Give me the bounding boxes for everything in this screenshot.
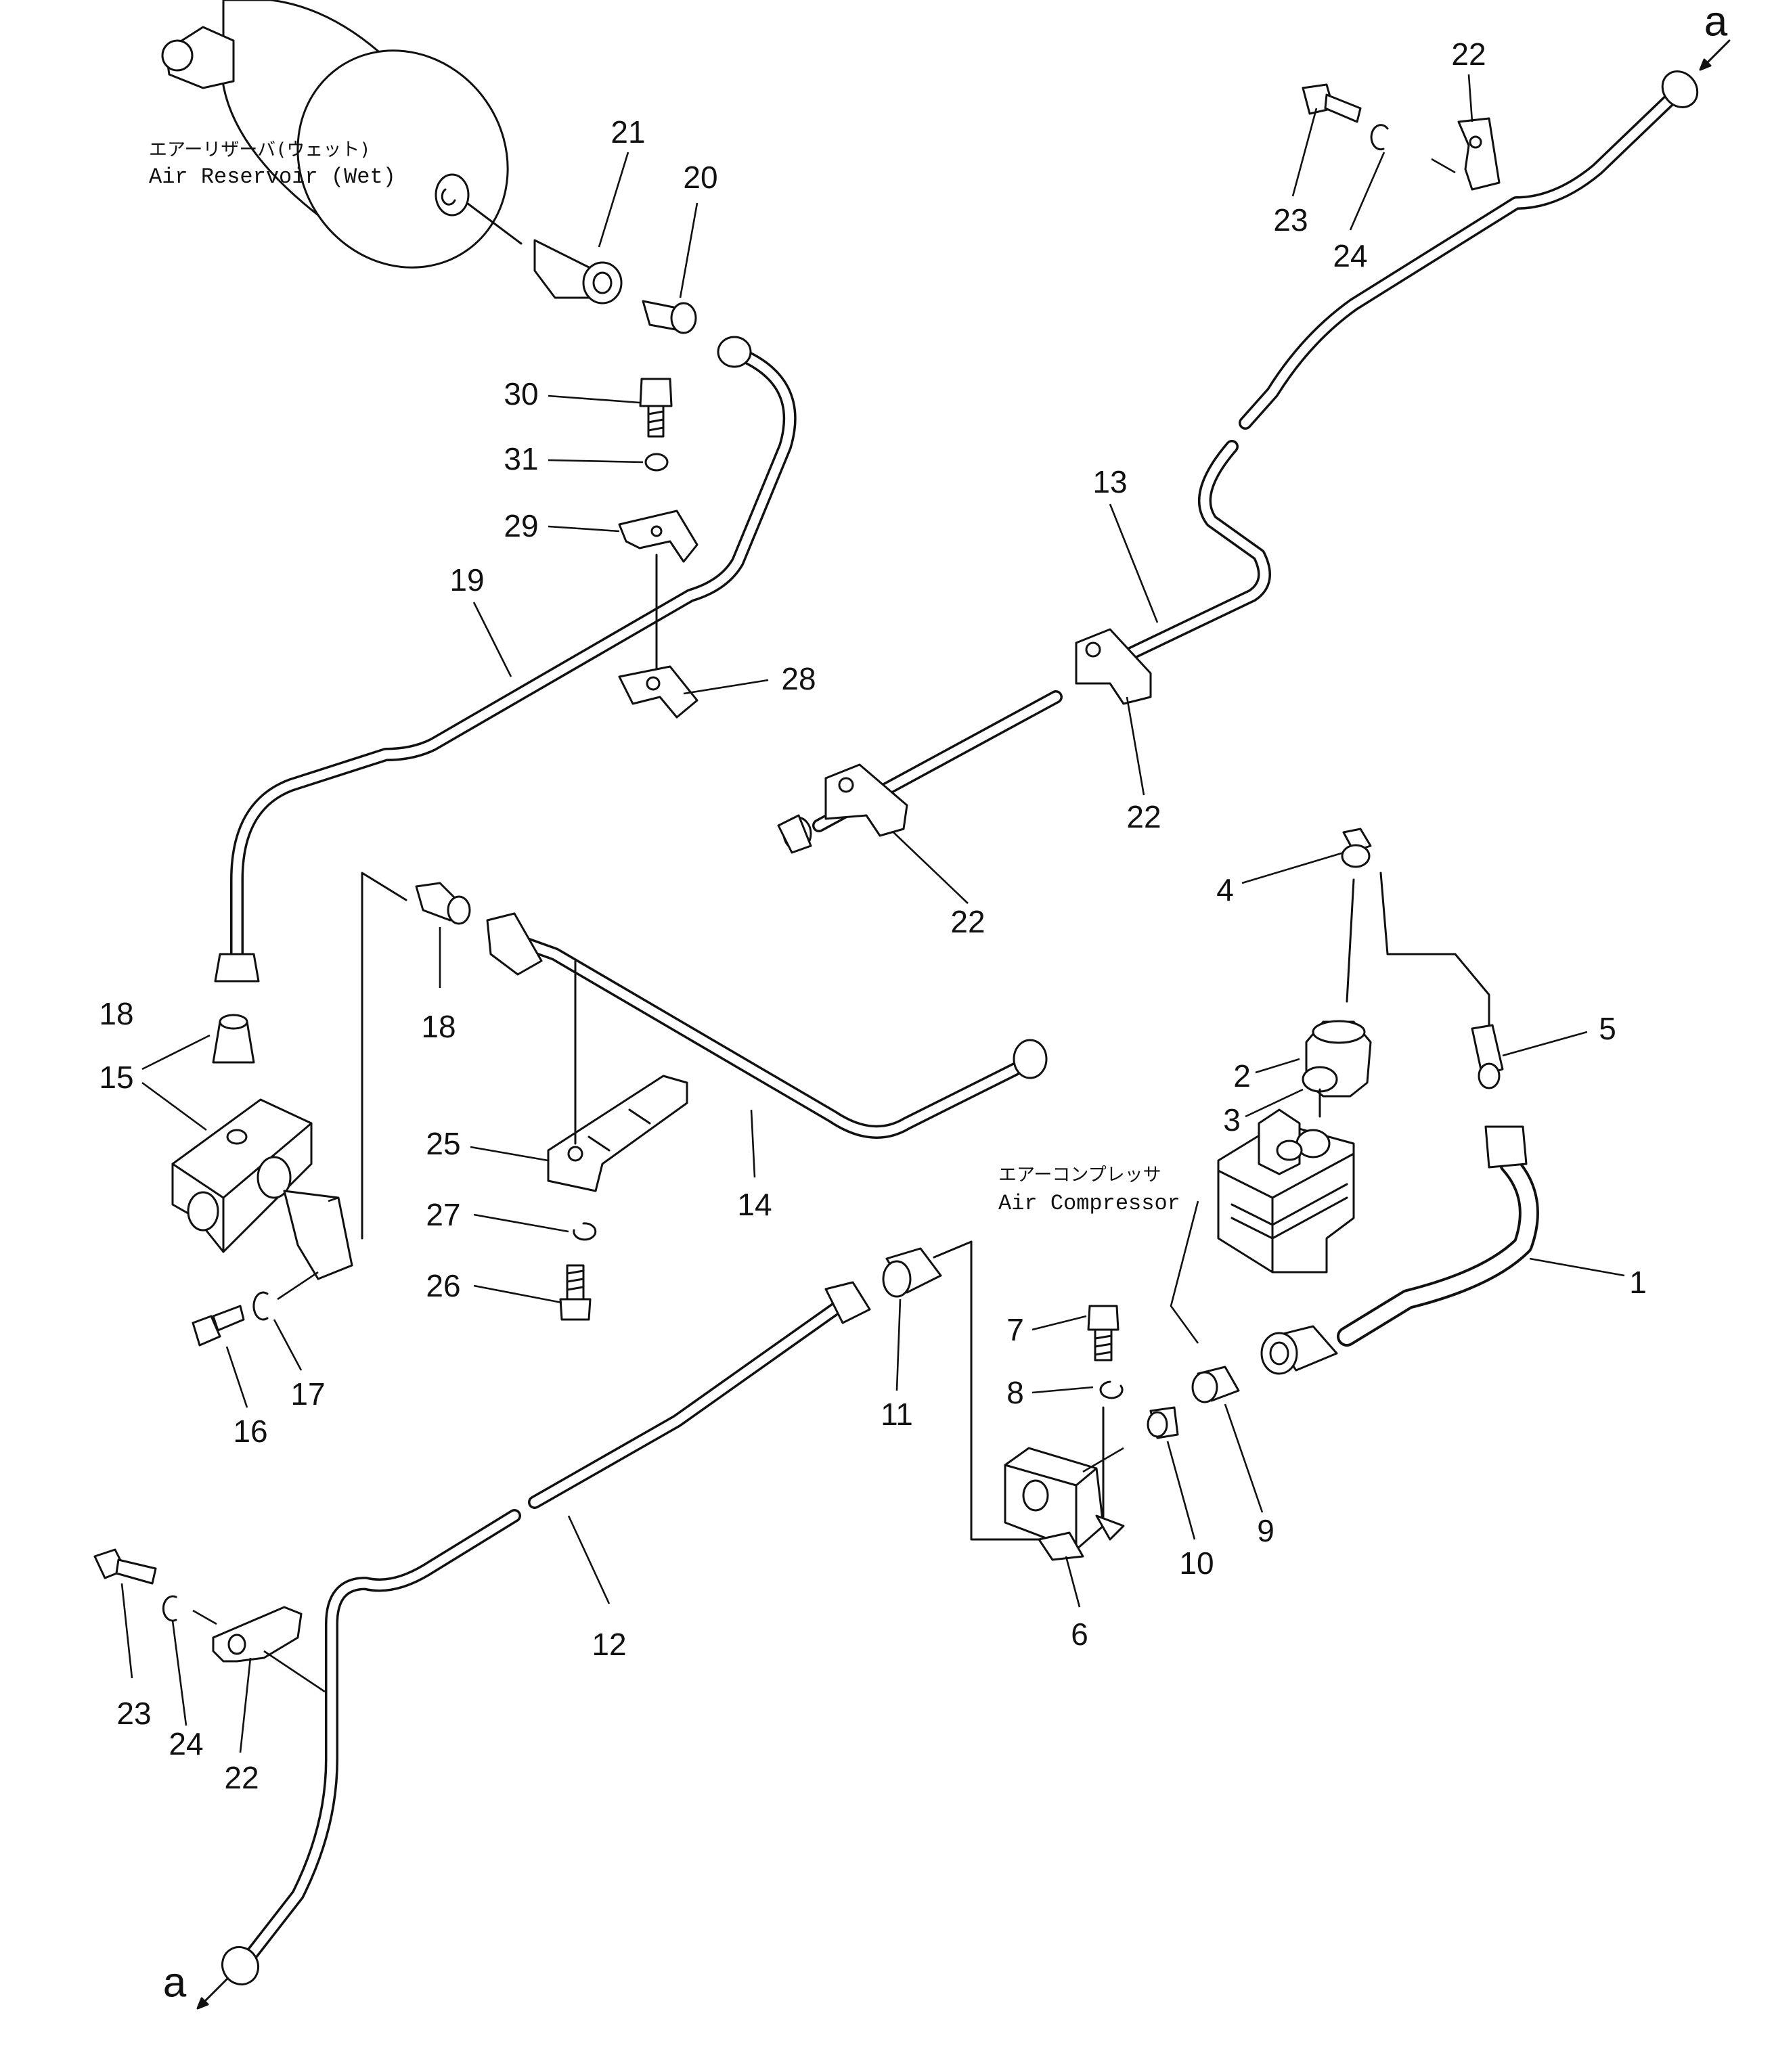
connector-20 <box>642 300 697 334</box>
pipe-19 <box>214 336 797 983</box>
callout-4: 4 <box>1216 872 1234 907</box>
washer-27 <box>573 1222 597 1241</box>
callout-13: 13 <box>1092 464 1127 499</box>
air-compressor-label-en: Air Compressor <box>998 1191 1180 1216</box>
callout-3: 3 <box>1223 1102 1241 1138</box>
air-compressor-label-jp: エアーコンプレッサ <box>998 1165 1161 1186</box>
washer-17 <box>252 1291 269 1321</box>
callout-18-right: 18 <box>421 1009 456 1044</box>
callout-19: 19 <box>449 562 484 598</box>
washer-8 <box>1099 1380 1124 1399</box>
connector-18-right <box>415 882 471 925</box>
callout-14: 14 <box>737 1187 772 1222</box>
callout-22-middle: 22 <box>1126 799 1161 834</box>
pipe-14 <box>486 912 1048 1139</box>
leader-lines <box>120 74 1625 1753</box>
callout-28: 28 <box>781 661 816 696</box>
check-valve-21 <box>466 202 623 305</box>
callout-numbers: 1 2 3 4 5 6 7 8 9 10 11 12 13 14 15 16 1… <box>99 37 1646 1795</box>
callout-22-lower-left: 22 <box>224 1760 259 1795</box>
elbow-4 <box>1341 828 1372 868</box>
callout-29: 29 <box>504 508 538 543</box>
bolt-7 <box>1087 1305 1119 1361</box>
air-compressor <box>1217 1108 1355 1274</box>
callout-2: 2 <box>1233 1058 1251 1094</box>
callout-10: 10 <box>1179 1546 1214 1581</box>
connector-18-left <box>212 1014 255 1064</box>
hose-1 <box>1260 1125 1539 1375</box>
callout-1: 1 <box>1629 1265 1647 1300</box>
clamp-22-middle <box>1075 628 1152 705</box>
block-mount-line <box>361 872 407 1240</box>
bolt-26 <box>559 1264 592 1321</box>
pipe-13 <box>777 70 1699 854</box>
manifold-block-15 <box>171 1098 353 1280</box>
callout-11: 11 <box>881 1397 913 1432</box>
clamp-22-lower-left <box>212 1606 326 1693</box>
clamp-22-lower <box>824 763 908 837</box>
callout-5: 5 <box>1599 1011 1616 1046</box>
callout-24-lower: 24 <box>169 1726 203 1761</box>
pipe-12 <box>221 1281 871 1986</box>
continuation-marker-bottom: a <box>163 1960 187 2006</box>
callout-26: 26 <box>426 1268 460 1303</box>
clamp-22-upper <box>1431 117 1501 191</box>
callout-23-lower: 23 <box>116 1696 151 1731</box>
callout-24-upper: 24 <box>1333 238 1367 273</box>
air-reservoir-label-en: Air Reservoir (Wet) <box>149 164 396 189</box>
washer-24-lower <box>162 1595 177 1622</box>
callout-8: 8 <box>1006 1375 1024 1410</box>
callout-12: 12 <box>592 1627 626 1662</box>
bolt-16 <box>192 1305 245 1347</box>
washer-31 <box>644 453 669 472</box>
washer-24-upper <box>1370 124 1389 151</box>
callout-21: 21 <box>611 114 645 150</box>
continuation-marker-top: a <box>1704 0 1728 45</box>
callout-25: 25 <box>426 1126 460 1161</box>
callout-20: 20 <box>683 160 717 195</box>
callout-7: 7 <box>1006 1312 1024 1347</box>
callout-27: 27 <box>426 1197 460 1232</box>
clamp-25 <box>547 1075 688 1192</box>
fitting-10 <box>1147 1406 1179 1439</box>
bracket-6 <box>1004 1447 1125 1561</box>
callout-18-left: 18 <box>99 996 133 1031</box>
bolt-23-lower <box>93 1548 157 1585</box>
callout-22-upper: 22 <box>1451 37 1486 72</box>
bolt-30 <box>639 378 673 438</box>
air-reservoir-tank <box>161 0 509 269</box>
bolt-23-upper <box>1302 83 1362 123</box>
callout-17: 17 <box>290 1376 325 1412</box>
callout-23-upper: 23 <box>1273 202 1308 238</box>
o-ring-3 <box>1302 1066 1338 1093</box>
callout-30: 30 <box>504 376 538 411</box>
callout-16: 16 <box>233 1414 267 1449</box>
air-reservoir-label-jp: エアーリザーバ(ウェット) <box>149 139 371 160</box>
connector-11 <box>882 1247 942 1298</box>
callout-6: 6 <box>1071 1617 1088 1652</box>
callout-15: 15 <box>99 1060 133 1095</box>
callout-22-lower: 22 <box>950 904 985 939</box>
callout-31: 31 <box>504 441 538 476</box>
clamp-28 <box>618 665 698 719</box>
fitting-5 <box>1471 1024 1504 1089</box>
clamp-29 <box>618 510 698 563</box>
fitting-9 <box>1191 1366 1240 1403</box>
callout-9: 9 <box>1257 1513 1274 1548</box>
